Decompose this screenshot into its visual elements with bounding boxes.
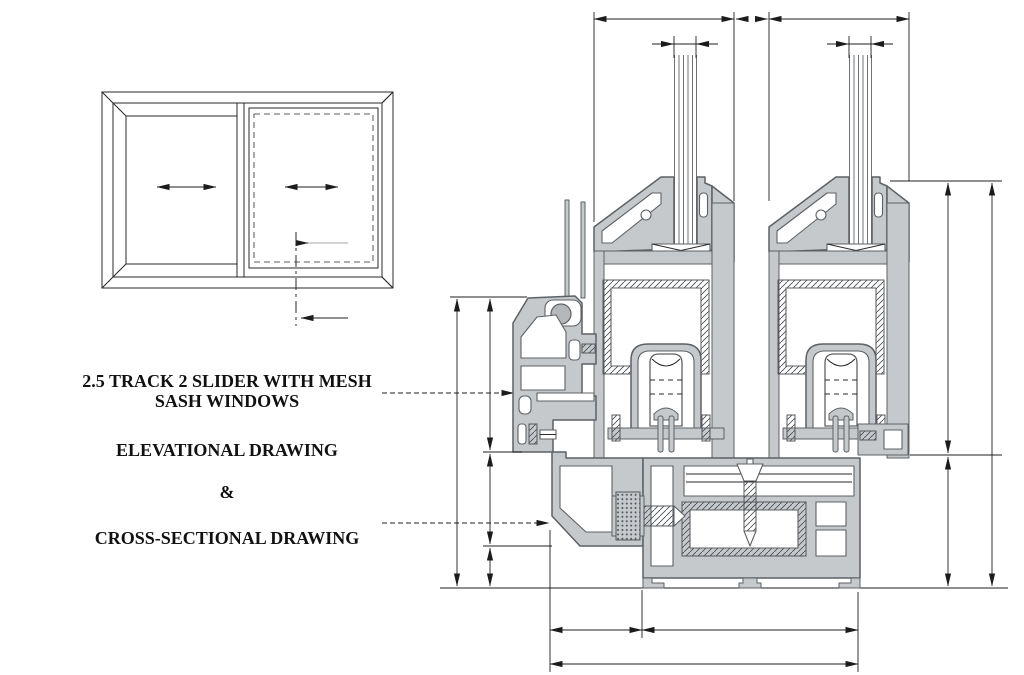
dimension-right [890, 180, 1002, 587]
sash-bottom-rail [607, 427, 725, 440]
dimension-glass-left [652, 36, 718, 58]
mesh-infill [248, 107, 379, 269]
elevation-outer-frame [101, 91, 394, 289]
sash-right-wall [711, 202, 735, 459]
sliding-sash-left [593, 55, 735, 459]
guide-adapter [857, 423, 909, 456]
frame-fin [564, 199, 570, 299]
horizontal-screw [611, 491, 686, 541]
sill-track-profile [642, 423, 909, 589]
mesh-inner-dashed-line [253, 113, 374, 263]
sill-foot [838, 577, 861, 589]
sill-foot [738, 577, 762, 589]
sill-foot [642, 577, 665, 589]
brush-seal [611, 414, 621, 442]
dimension-lines [450, 12, 1002, 672]
sliding-sash-right [768, 54, 910, 459]
elevation-drawing [101, 91, 394, 326]
dimension-bottom [549, 530, 859, 672]
left-jamb-profile [512, 199, 597, 453]
sash-centre-marker [295, 232, 348, 326]
title-line-product: 2.5 TRACK 2 SLIDER WITH MESH [82, 371, 372, 391]
dimension-left [450, 296, 552, 587]
title-block: 2.5 TRACK 2 SLIDER WITH MESH SASH WINDOW… [32, 371, 422, 548]
brush-seal [528, 423, 538, 445]
title-line-ampersand: & [219, 482, 235, 502]
dimension-glass-right [827, 36, 893, 58]
title-line-elevational: ELEVATIONAL DRAWING [116, 440, 338, 460]
cross-section-drawing [440, 12, 1008, 672]
title-line-cross-sectional: CROSS-SECTIONAL DRAWING [94, 528, 360, 548]
vertical-screw [736, 458, 764, 547]
elevation-mesh-panel [243, 91, 394, 289]
fixing-screw-small [581, 343, 596, 354]
brush-seal [701, 414, 711, 442]
elevation-mullion [236, 103, 245, 277]
glazing [674, 55, 697, 247]
roller-wheel [649, 353, 683, 427]
elevation-sliding-panel [112, 102, 245, 278]
title-line-product-2: SASH WINDOWS [154, 391, 300, 411]
frame-fin [580, 201, 586, 299]
perforated-block [615, 491, 641, 541]
dimension-top [593, 12, 910, 222]
